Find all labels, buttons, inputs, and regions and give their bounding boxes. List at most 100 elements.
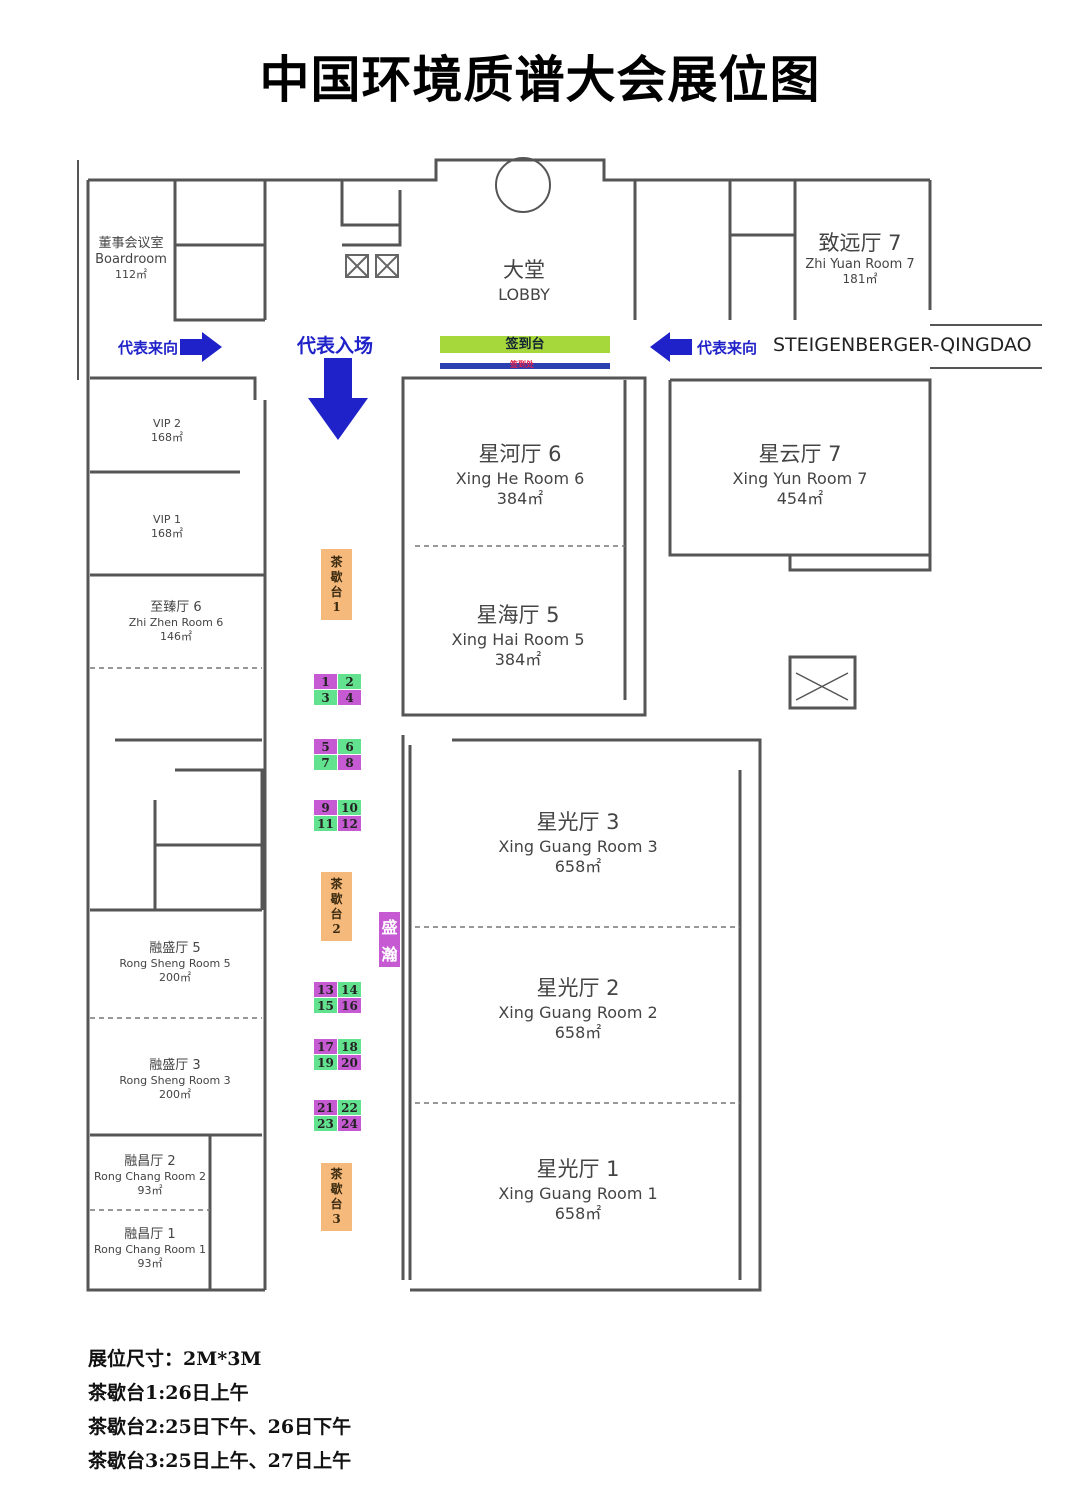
room-area: 200㎡ [158,1088,191,1101]
booth-17[interactable]: 17 [314,1039,337,1054]
tea-char: 3 [332,1212,341,1226]
room-rongchang-2: 融昌厅 2 Rong Chang Room 2 93㎡ [94,1155,206,1196]
page-title: 中国环境质谱大会展位图 [259,50,821,109]
room-name-en: Xing Guang Room 3 [498,837,658,856]
room-vip-1: VIP 1 168㎡ [151,514,183,539]
room-name-cn: 星河厅 6 [478,442,562,466]
tea-char: 茶 [330,876,343,891]
room-name-en: VIP 2 [153,417,181,430]
room-boardroom: 董事会议室 Boardroom 112㎡ [95,237,167,280]
booth-20[interactable]: 20 [338,1055,361,1070]
room-name-cn: 融盛厅 3 [149,1058,201,1073]
booth-24[interactable]: 24 [338,1116,361,1131]
room-area: 658㎡ [554,1204,602,1223]
booth-15[interactable]: 15 [314,998,337,1013]
tea-char: 台 [330,1197,343,1211]
room-area: 181㎡ [842,272,878,286]
room-area: 658㎡ [554,857,602,876]
arrow-left-icon [650,332,692,362]
room-name-en: Zhi Zhen Room 6 [128,616,224,629]
booth-23[interactable]: 23 [314,1116,337,1131]
booth-14[interactable]: 14 [338,982,361,997]
booth-16[interactable]: 16 [338,998,361,1013]
room-area: 112㎡ [115,268,147,281]
venue-name: STEIGENBERGER-QINGDAO [773,334,1032,356]
booth-4[interactable]: 4 [338,690,361,705]
booth-2[interactable]: 2 [338,674,361,689]
room-area: 658㎡ [554,1023,602,1042]
room-xingguang-2: 星光厅 2 Xing Guang Room 2 658㎡ [498,978,657,1041]
room-area: 93㎡ [137,1184,163,1197]
room-xinghe-6: 星河厅 6 Xing He Room 6 384㎡ [456,444,585,507]
room-name-en: Rong Chang Room 2 [94,1170,206,1183]
room-zhizhen-6: 至臻厅 6 Zhi Zhen Room 6 146㎡ [129,601,224,642]
room-rongsheng-5: 融盛厅 5 Rong Sheng Room 5 200㎡ [119,942,230,983]
room-zhiyuan-7: 致远厅 7 Zhi Yuan Room 7 181㎡ [805,231,914,286]
booth-19[interactable]: 19 [314,1055,337,1070]
room-area: 384㎡ [494,650,542,669]
delegates-from-left-label: 代表来向 [118,339,179,357]
lobby-cn: 大堂 [502,258,545,282]
booth-1[interactable]: 1 [314,674,337,689]
booth-3[interactable]: 3 [314,690,337,705]
room-name-en: Rong Chang Room 1 [94,1243,206,1256]
arrow-down-icon [308,358,368,440]
room-name-cn: 融盛厅 5 [149,941,201,956]
room-name-cn: 董事会议室 [98,236,164,251]
room-name-cn: 星光厅 3 [536,810,620,834]
room-area: 146㎡ [160,630,192,643]
room-name-cn: 星光厅 1 [536,1157,620,1181]
room-area: 93㎡ [137,1257,163,1270]
tea-char: 茶 [330,1167,343,1181]
signin-sub-label: 签到处 [510,360,534,369]
tea-char: 歇 [330,569,343,584]
booth-7[interactable]: 7 [314,755,337,770]
room-xingyun-7: 星云厅 7 Xing Yun Room 7 454㎡ [733,444,868,507]
lobby-en: LOBBY [498,285,550,304]
booth-21[interactable]: 21 [314,1100,337,1115]
sponsor-block: 盛 瀚 [379,912,400,967]
room-name-en: Boardroom [95,252,167,267]
room-rongchang-1: 融昌厅 1 Rong Chang Room 1 93㎡ [94,1228,206,1269]
room-name-cn: 致远厅 7 [818,231,902,255]
room-xingguang-3: 星光厅 3 Xing Guang Room 3 658㎡ [498,812,657,875]
booth-12[interactable]: 12 [338,816,361,831]
sponsor-char: 瀚 [381,945,398,965]
room-name-cn: 星云厅 7 [758,442,842,466]
note-booth-size: 展位尺寸：2M*3M [88,1348,262,1370]
room-area: 454㎡ [776,489,824,508]
booth-11[interactable]: 11 [314,816,337,831]
room-name-en: Xing Guang Room 1 [498,1184,658,1203]
room-area: 168㎡ [151,431,183,444]
booth-22[interactable]: 22 [338,1100,361,1115]
room-name-en: Xing Hai Room 5 [451,630,585,649]
tea-char: 台 [330,584,343,599]
booth-10[interactable]: 10 [338,800,361,815]
booth-13[interactable]: 13 [314,982,337,997]
booth-18[interactable]: 18 [338,1039,361,1054]
note-tea-1: 茶歇台1:26日上午 [88,1382,249,1404]
booth-8[interactable]: 8 [338,755,361,770]
signin-desk: 签到台 [440,336,610,353]
booth-5[interactable]: 5 [314,739,337,754]
room-name-cn: 融昌厅 2 [124,1154,176,1169]
tea-char: 歇 [330,891,343,906]
booth-9[interactable]: 9 [314,800,337,815]
room-area: 384㎡ [496,489,544,508]
note-tea-2: 茶歇台2:25日下午、26日下午 [88,1416,352,1438]
tea-char: 歇 [330,1182,343,1196]
room-vip-2: VIP 2 168㎡ [151,418,183,443]
booth-6[interactable]: 6 [338,739,361,754]
room-name-en: Xing He Room 6 [455,469,585,488]
tea-char: 1 [332,599,341,614]
room-name-en: Rong Sheng Room 3 [119,1074,231,1087]
room-area: 168㎡ [151,527,183,540]
sponsor-char: 盛 [381,917,398,937]
